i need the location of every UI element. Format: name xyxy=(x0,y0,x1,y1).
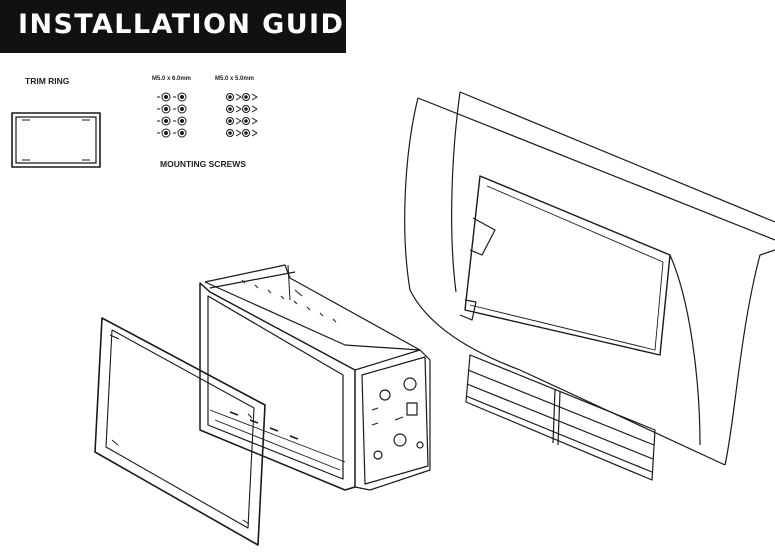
screw-size-a-label: M5.0 x 6.0mm xyxy=(152,76,192,82)
screw-set-b-icon xyxy=(226,93,258,137)
screw-set-a-icon xyxy=(157,92,187,138)
screw-size-b-label: M5.0 x 5.0mm xyxy=(215,76,255,82)
page-title: INSTALLATION GUIDE xyxy=(18,9,365,40)
trim-ring-icon xyxy=(11,112,101,168)
title-banner: INSTALLATION GUIDE xyxy=(0,0,363,53)
trim-ring-label: TRIM RING xyxy=(25,76,70,86)
trim-ring-exploded-icon xyxy=(94,317,266,546)
dashboard-icon xyxy=(404,91,775,481)
mounting-screws-label: MOUNTING SCREWS xyxy=(160,159,246,169)
head-unit-icon xyxy=(199,264,431,491)
